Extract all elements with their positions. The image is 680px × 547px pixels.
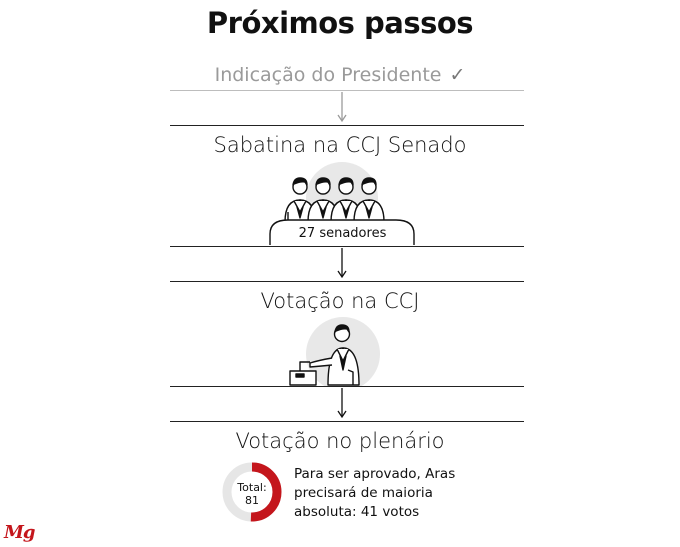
step-votacao-plenario-label: Votação no plenário (235, 429, 445, 453)
page-title: Próximos passos (206, 6, 474, 40)
divider-line (170, 246, 524, 247)
step-votacao-ccj-label: Votação na CCJ (260, 289, 420, 313)
divider-line (170, 386, 524, 387)
step-indicacao-label: Indicação do Presidente (214, 64, 442, 86)
majority-donut-chart (222, 462, 282, 522)
donut-majority-arc (222, 462, 282, 522)
approval-note: Para ser aprovado, Aras precisará de mai… (294, 466, 456, 520)
divider-line (170, 90, 524, 91)
step-indicacao: Indicação do Presidente ✓ (0, 64, 680, 86)
senators-group-icon (269, 162, 415, 245)
down-arrow-icon (337, 248, 347, 279)
divider-line (170, 281, 524, 282)
divider-line (170, 125, 524, 126)
donut-total-label: Total: (237, 481, 267, 494)
senators-count: 27 senadores (298, 226, 387, 241)
step-sabatina-label: Sabatina na CCJ Senado (213, 133, 467, 157)
checkmark-icon: ✓ (449, 64, 466, 86)
down-arrow-icon (337, 92, 347, 123)
divider-line (170, 421, 524, 422)
donut-total-value: 81 (245, 494, 259, 507)
donut-total: Total: 81 (221, 481, 283, 507)
voter-ballot-box-icon (289, 317, 380, 386)
brand-logo: Mg (4, 522, 36, 543)
down-arrow-icon (337, 388, 347, 419)
